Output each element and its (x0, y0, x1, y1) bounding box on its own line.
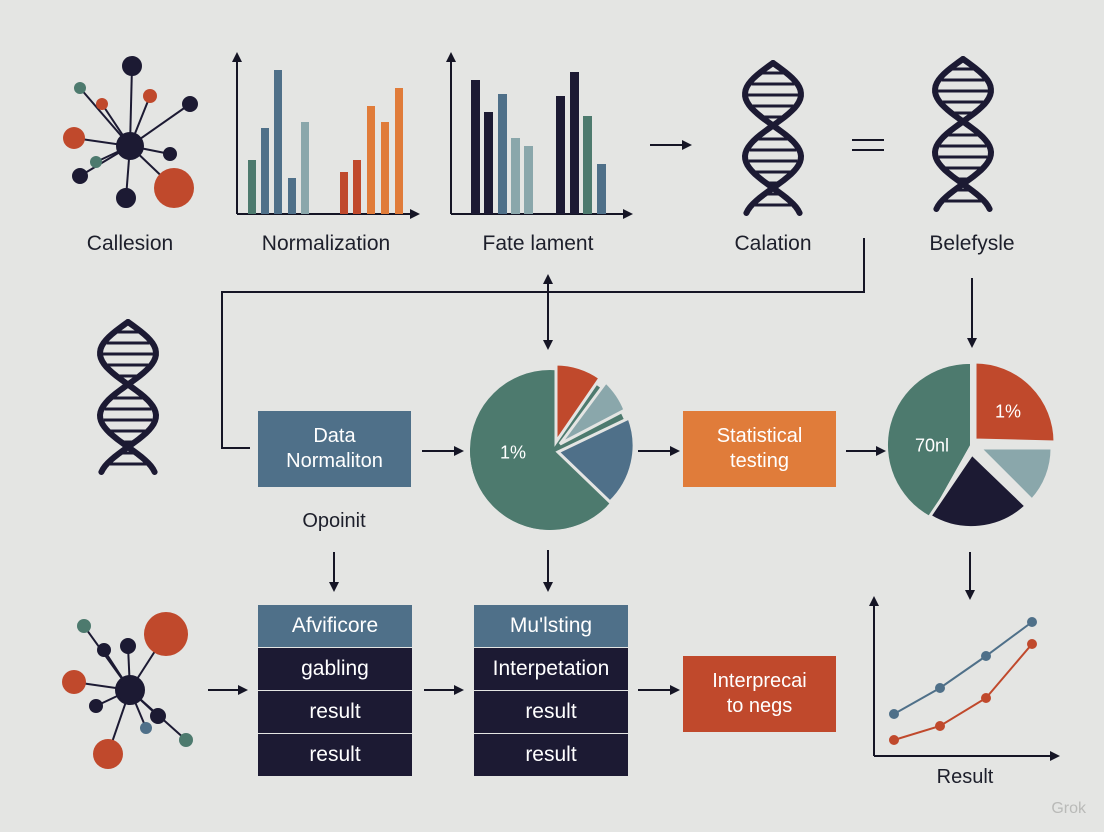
pie-chart-right (887, 360, 1057, 530)
dna-strand (97, 319, 160, 475)
label-fate-lament: Fate lament (482, 232, 594, 255)
interprecai-box: Interprecai to negs (683, 656, 836, 732)
label-normalization: Normalization (261, 232, 391, 255)
box-line: Interprecai (712, 670, 807, 692)
dna-strand (742, 60, 805, 216)
pie-chart-middle (469, 362, 636, 530)
box-line: Statistical (716, 425, 803, 447)
stack-row: result (258, 734, 412, 777)
bar-chart-icon-2 (446, 52, 633, 219)
dna-helix-icon (741, 60, 805, 216)
network-graph-icon (63, 56, 198, 208)
equals-icon (852, 139, 884, 151)
bar-chart-icon-1 (232, 52, 420, 219)
pie-middle-label: 1% (499, 442, 527, 463)
data-normalization-box: Data Normaliton (258, 411, 411, 487)
grok-watermark: Grok (1051, 800, 1086, 817)
stack-row: gabling (258, 648, 412, 691)
label-calation: Calation (734, 232, 812, 255)
stack-row: result (258, 691, 412, 734)
stack-row: result (474, 734, 628, 777)
stack-mulsting: Mu'lsting Interpetation result result (474, 605, 628, 777)
label-result: Result (936, 766, 994, 788)
pie-right-label-right: 1% (994, 401, 1022, 422)
box-line: to negs (726, 695, 793, 717)
dna-helix-icon (931, 56, 995, 212)
pie-right-label-left: 70nl (914, 435, 950, 456)
stack-afvificore: Afvificore gabling result result (258, 605, 412, 777)
stack-row: result (474, 691, 628, 734)
stack-header: Mu'lsting (474, 605, 628, 648)
network-graph-icon (62, 612, 193, 769)
dna-strand (932, 56, 995, 212)
stack-header: Afvificore (258, 605, 412, 648)
dna-helix-icon (96, 319, 160, 475)
box-line: Data (313, 425, 356, 447)
box-line: Normaliton (286, 450, 383, 472)
stack-row: Interpetation (474, 648, 628, 691)
label-opoinit: Opoinit (302, 510, 366, 532)
line-chart-icon (869, 596, 1060, 761)
statistical-testing-box: Statistical testing (683, 411, 836, 487)
label-belefysle: Belefysle (929, 232, 1015, 255)
label-callesion: Callesion (86, 232, 174, 255)
box-line: testing (730, 450, 789, 472)
